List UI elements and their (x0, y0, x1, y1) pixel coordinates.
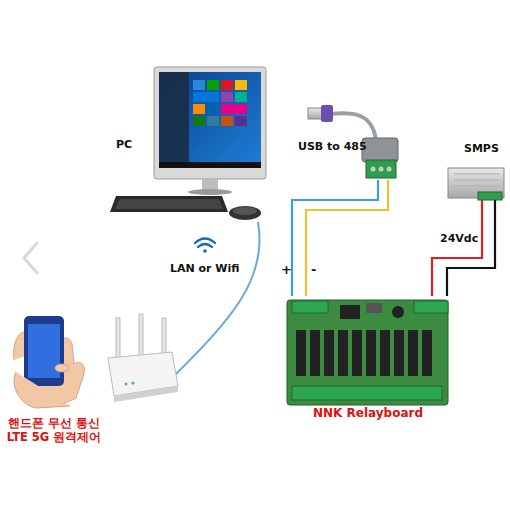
router (139, 314, 143, 358)
pc-monitor (154, 67, 266, 195)
smps-unit (454, 174, 500, 192)
node-label: USB to 485 (298, 140, 367, 154)
usb-485-adapter (330, 113, 376, 140)
power-supply-node: SMPS (438, 138, 508, 200)
start-tiles (207, 80, 219, 90)
polarity-label: - (311, 262, 316, 278)
usb-485-adapter (387, 167, 392, 172)
usb-485-adapter (362, 138, 398, 162)
lan-cable (172, 222, 260, 378)
wifi-icon (198, 244, 212, 247)
start-tiles (193, 92, 219, 102)
start-tiles (207, 104, 219, 114)
relay-board (352, 330, 362, 376)
router (114, 386, 178, 402)
router (132, 382, 135, 385)
relay-board (366, 303, 382, 313)
relay-board (338, 330, 348, 376)
network-label: LAN or Wifi (170, 262, 239, 275)
relay-board (392, 306, 404, 318)
phone-in-hand (14, 372, 70, 408)
polarity-label: + (281, 262, 292, 278)
phone-in-hand (55, 364, 69, 372)
relay-board (324, 330, 334, 376)
start-tiles (221, 116, 233, 126)
usb-485-adapter (321, 105, 333, 122)
relay-board (310, 330, 320, 376)
relay-board (414, 301, 448, 313)
relay-board-node: NNK Relayboard (282, 296, 454, 424)
adapter-node: USB to 485 (296, 96, 406, 180)
start-tiles (221, 104, 247, 114)
mouse (233, 207, 257, 215)
start-tiles (193, 104, 205, 114)
relay-board (422, 330, 432, 376)
start-tiles (193, 116, 205, 126)
router (162, 318, 166, 358)
start-tiles (221, 92, 233, 102)
node-label: PC (116, 138, 132, 152)
keyboard (110, 196, 228, 212)
start-tiles (193, 80, 247, 126)
signal-wire (447, 200, 495, 296)
router (116, 318, 120, 358)
start-tiles (235, 80, 247, 90)
start-tiles (207, 116, 219, 126)
pc-monitor (159, 72, 189, 168)
pc-monitor (159, 72, 261, 168)
computer-node: PC (110, 62, 272, 222)
start-tiles (235, 92, 247, 102)
wifi-icon (203, 249, 207, 253)
relay-board (292, 301, 328, 313)
relay-board (296, 330, 306, 376)
usb-485-adapter (371, 167, 376, 172)
keyboard (115, 199, 223, 209)
phone-in-hand (24, 316, 64, 386)
usb-485-adapter (379, 167, 384, 172)
wifi-icon (195, 239, 215, 244)
relay-board (287, 300, 448, 405)
smps-unit (448, 168, 504, 200)
phone-in-hand (14, 316, 85, 408)
mouse (229, 206, 261, 220)
usb-485-adapter (308, 108, 322, 119)
usb-485-adapter (366, 160, 396, 178)
smps-unit (478, 192, 502, 200)
voltage-label: 24Vdc (440, 232, 478, 245)
start-tiles (235, 116, 247, 126)
node-label: SMPS (464, 142, 499, 156)
start-tiles (193, 80, 205, 90)
router (125, 383, 128, 386)
pc-monitor (154, 67, 266, 179)
relay-board (408, 330, 418, 376)
relay-board (366, 330, 376, 376)
router (108, 314, 178, 402)
keyboard (110, 196, 228, 212)
relay-board (340, 305, 360, 319)
wifi-icon (195, 239, 215, 253)
relay-board (394, 330, 404, 376)
node-label: NNK Relayboard (282, 406, 454, 421)
relay-board (292, 386, 442, 400)
phone-node: 핸드폰 무선 통신 LTE 5G 원격제어 (2, 310, 106, 470)
relay-board (287, 300, 448, 405)
pc-monitor (159, 162, 261, 168)
signal-wire (432, 200, 482, 296)
pc-monitor (188, 189, 232, 195)
signal-wire (306, 180, 388, 296)
nav-chevron (24, 242, 38, 274)
relay-board (380, 330, 390, 376)
start-tiles (221, 80, 233, 90)
node-label: 핸드폰 무선 통신 LTE 5G 원격제어 (2, 416, 106, 445)
